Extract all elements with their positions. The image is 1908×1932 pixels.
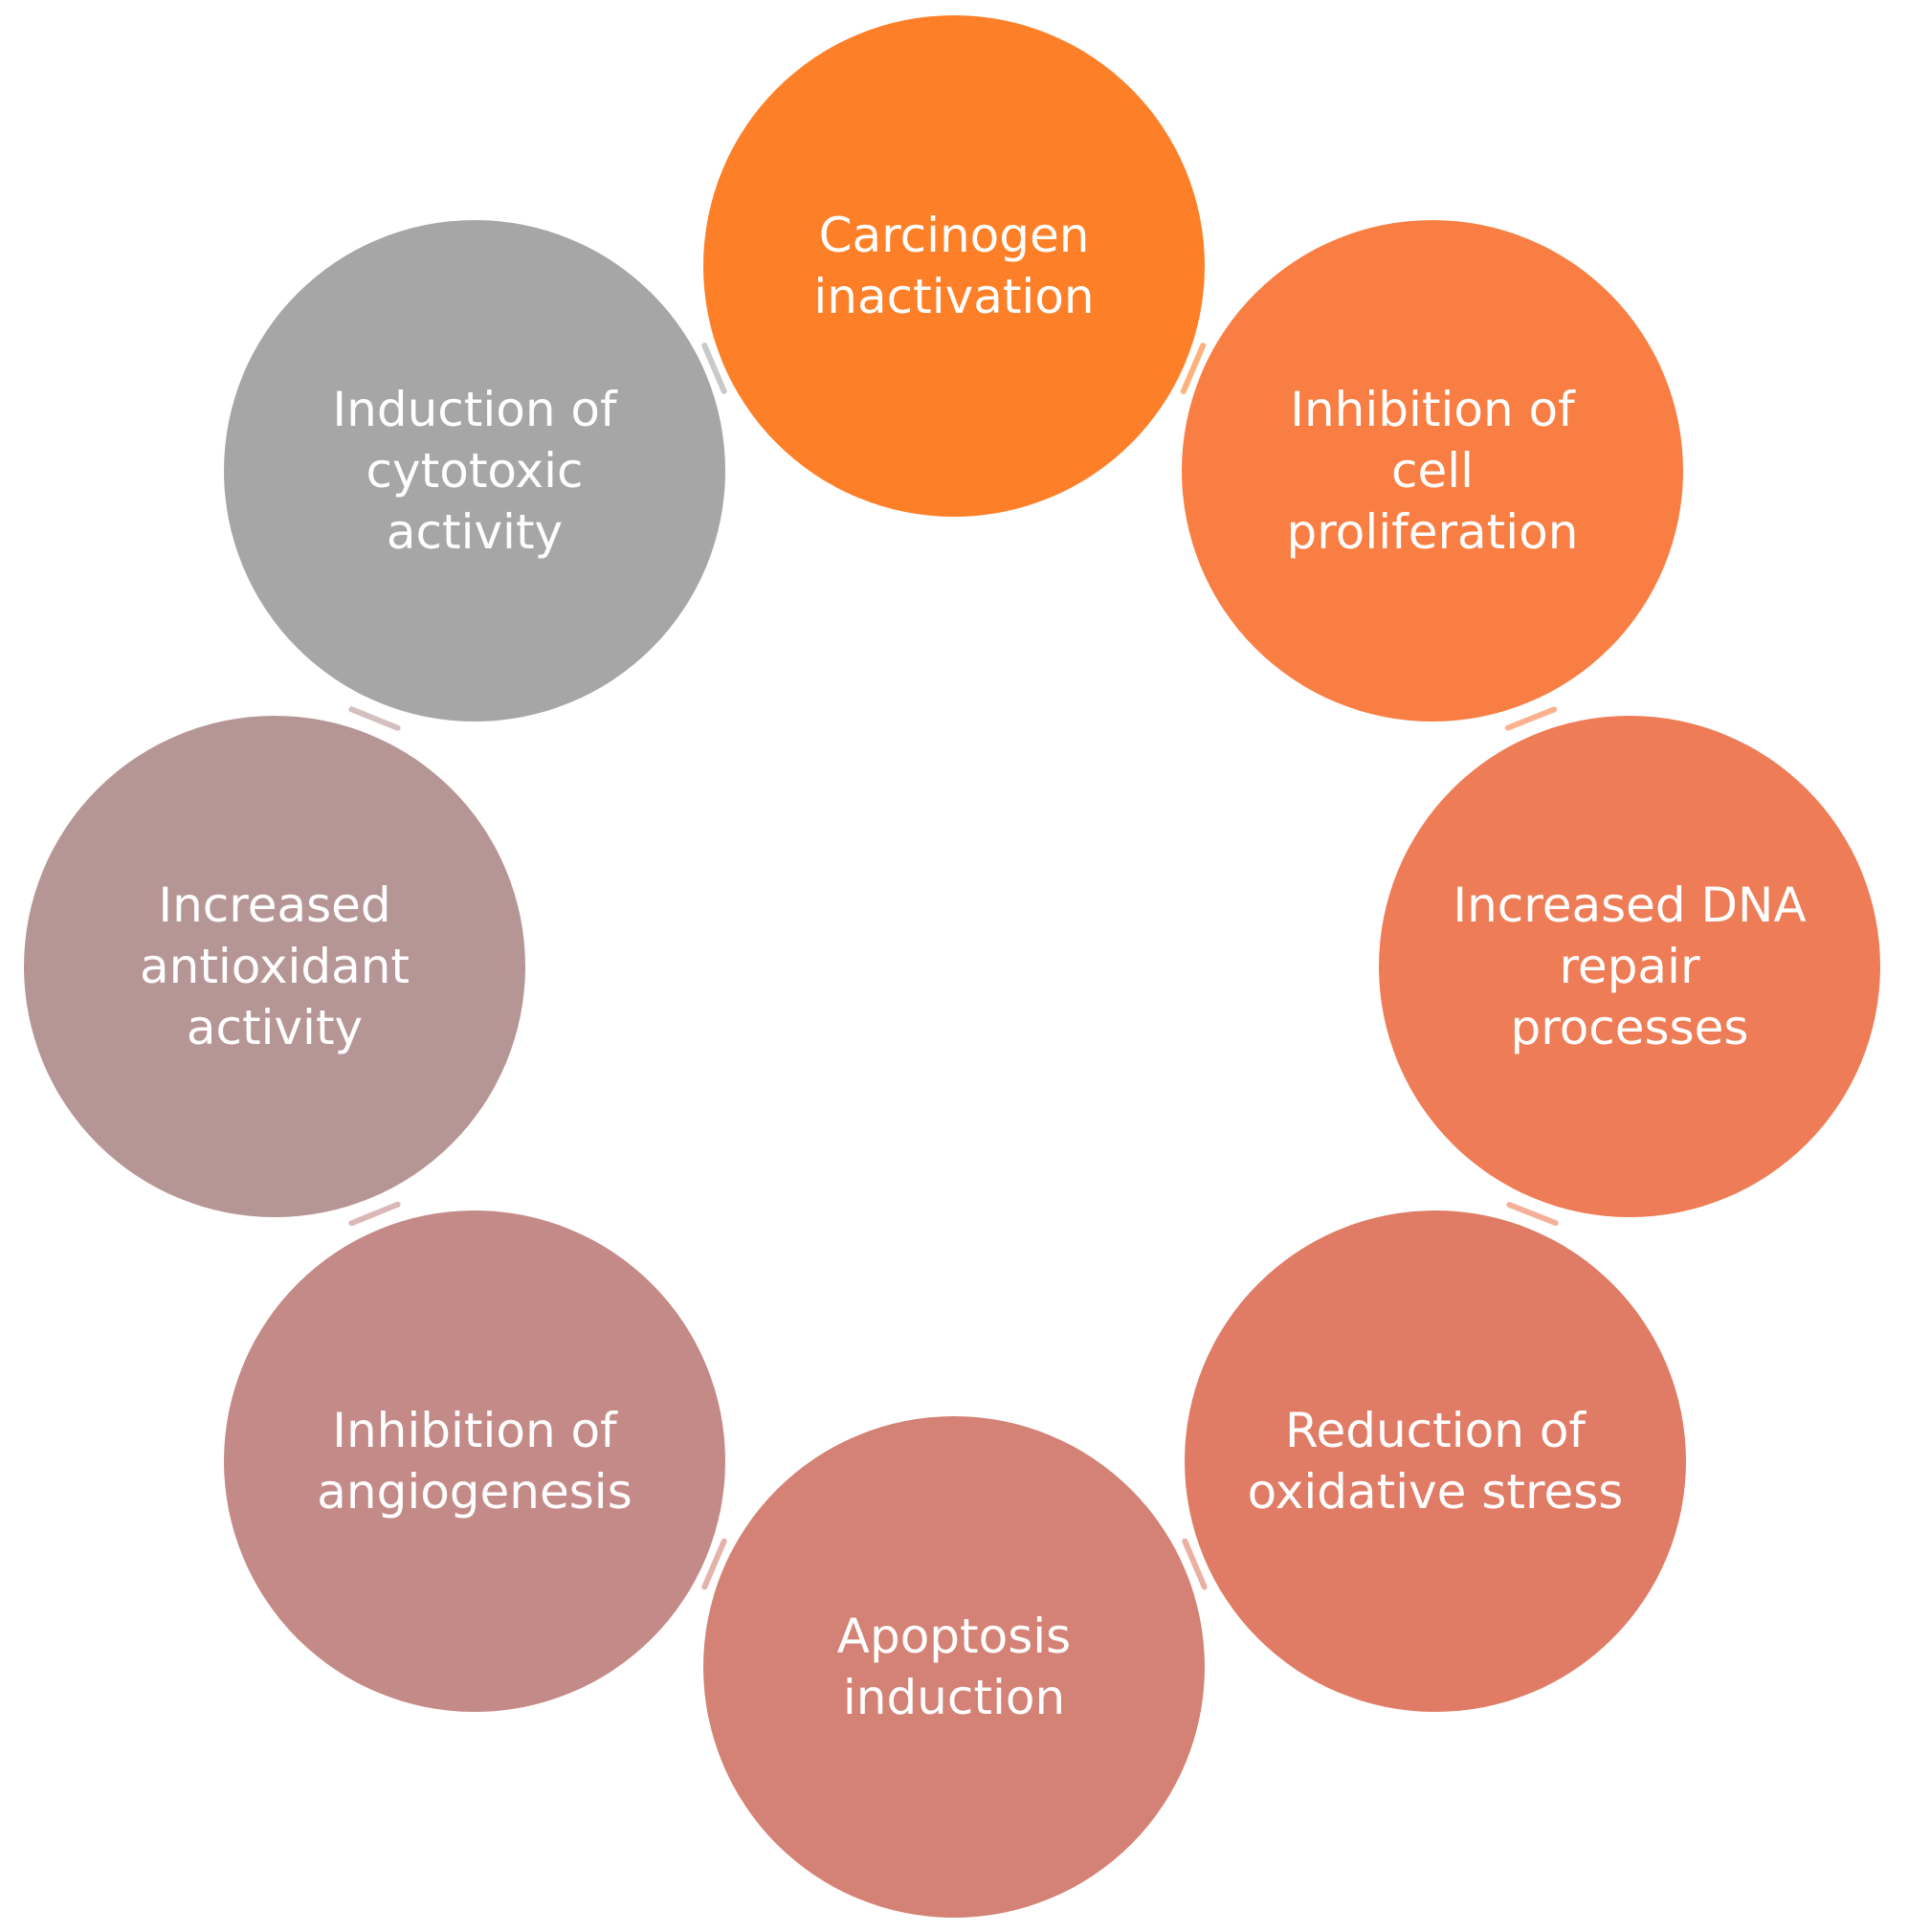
connector-layer [348,343,1559,1590]
connector-2 [1504,706,1558,731]
node-label-inhibition-of-angiogenesis: angiogenesis [317,1464,632,1520]
node-label-increased-antioxidant-activity: antioxidant [140,939,410,994]
node-label-reduction-of-oxidative-stress: oxidative stress [1248,1464,1624,1520]
node-label-carcinogen-inactivation: Carcinogen [819,208,1090,263]
node-label-apoptosis-induction: Apoptosis [837,1609,1071,1664]
node-label-induction-of-cytotoxic-activity: Induction of [332,382,618,437]
node-label-inhibition-of-cell-proliferation: proliferation [1287,504,1579,560]
node-label-increased-dna-repair-processes: repair [1559,939,1699,994]
node-circle-induction-of-cytotoxic-activity [224,220,725,722]
node-label-inhibition-of-cell-proliferation: Inhibition of [1290,382,1576,437]
node-circle-inhibition-of-cell-proliferation [1182,220,1683,722]
node-label-increased-antioxidant-activity: Increased [158,877,390,933]
node-label-induction-of-cytotoxic-activity: cytotoxic [366,443,584,499]
node-increased-dna-repair-processes: Increased DNA repair processes [1379,716,1880,1217]
node-label-carcinogen-inactivation: inactivation [813,269,1094,324]
node-label-inhibition-of-cell-proliferation: cell [1391,443,1474,499]
connector-1 [1180,343,1207,394]
node-label-apoptosis-induction: induction [843,1670,1065,1725]
node-label-induction-of-cytotoxic-activity: activity [387,504,563,560]
node-label-increased-dna-repair-processes: processes [1511,1000,1749,1055]
connector-7 [348,706,401,731]
node-reduction-of-oxidative-stress: Reduction of oxidative stress [1185,1210,1686,1712]
node-carcinogen-inactivation: Carcinogen inactivation [703,15,1205,517]
node-label-increased-antioxidant-activity: activity [187,1000,363,1055]
connector-3 [1506,1201,1559,1227]
connector-6 [348,1201,401,1227]
node-apoptosis-induction: Apoptosis induction [703,1416,1205,1918]
node-circle-apoptosis-induction [703,1416,1205,1918]
node-circle-reduction-of-oxidative-stress [1185,1210,1686,1712]
node-increased-antioxidant-activity: Increased antioxidant activity [24,716,525,1217]
node-circle-inhibition-of-angiogenesis [224,1210,725,1712]
node-label-increased-dna-repair-processes: Increased DNA [1453,877,1806,933]
connector-4 [1182,1538,1208,1590]
node-label-inhibition-of-angiogenesis: Inhibition of [332,1403,618,1458]
connector-8 [701,343,727,394]
connector-5 [701,1538,727,1590]
node-inhibition-of-angiogenesis: Inhibition of angiogenesis [224,1210,725,1712]
node-label-reduction-of-oxidative-stress: Reduction of [1285,1403,1586,1458]
node-circle-increased-dna-repair-processes [1379,716,1880,1217]
node-circle-carcinogen-inactivation [703,15,1205,517]
node-circle-increased-antioxidant-activity [24,716,525,1217]
